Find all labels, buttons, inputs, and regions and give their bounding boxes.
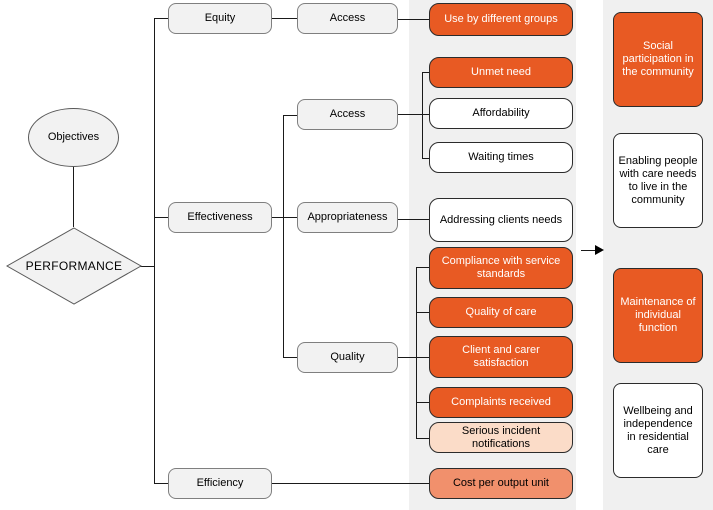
connector-bracket-access — [283, 115, 297, 116]
connector-trunk-efficiency — [154, 483, 168, 484]
connector-access-bracket-in — [398, 114, 422, 115]
connector-access-unmet — [422, 72, 429, 73]
connector-quality-serious — [416, 438, 429, 439]
connector-equity-access — [272, 18, 297, 19]
connector-trunk-effectiveness — [154, 217, 168, 218]
outcome-enabling-people: Enabling people with care needs to live … — [613, 133, 703, 228]
connector-access-waiting — [422, 158, 429, 159]
connector-effectiveness-bracket — [283, 115, 284, 357]
connector-performance-trunk — [140, 266, 154, 267]
indicator-cost-per-output-unit: Cost per output unit — [429, 468, 573, 499]
flow-arrow-icon — [595, 245, 604, 255]
indicator-use-by-different-groups: Use by different groups — [429, 3, 573, 36]
connector-access-usegroups — [398, 19, 429, 20]
connector-objectives-performance — [73, 167, 74, 227]
connector-efficiency-cost — [272, 483, 429, 484]
subcategory-appropriateness: Appropriateness — [297, 202, 398, 233]
indicator-complaints-received: Complaints received — [429, 387, 573, 418]
category-effectiveness: Effectiveness — [168, 202, 272, 233]
indicator-addressing-clients-needs: Addressing clients needs — [429, 198, 573, 242]
indicator-affordability: Affordability — [429, 98, 573, 129]
flow-arrow-line — [581, 250, 597, 251]
objectives-node: Objectives — [28, 108, 119, 167]
connector-quality-complaints — [416, 402, 429, 403]
indicator-waiting-times: Waiting times — [429, 142, 573, 173]
connector-quality-qualitycare — [416, 312, 429, 313]
performance-diamond-shape — [6, 227, 142, 305]
indicator-serious-incident-notifications: Serious incident notifications — [429, 422, 573, 453]
connector-quality-compliance — [416, 267, 429, 268]
connector-quality-bracket-in — [398, 357, 416, 358]
indicator-quality-of-care: Quality of care — [429, 297, 573, 328]
connector-quality-clientcarer — [416, 357, 429, 358]
outcome-wellbeing-independence: Wellbeing and independence in residentia… — [613, 383, 703, 478]
connector-bracket-quality — [283, 357, 297, 358]
connector-access-bracket — [422, 72, 423, 158]
category-efficiency: Efficiency — [168, 468, 272, 499]
connector-access-affordability — [422, 114, 429, 115]
connector-appropriateness-addressing — [398, 219, 429, 220]
outcome-maintenance-function: Maintenance of individual function — [613, 268, 703, 363]
connector-quality-bracket — [416, 267, 417, 438]
subcategory-quality: Quality — [297, 342, 398, 373]
connector-trunk — [154, 18, 155, 483]
subcategory-access-effectiveness: Access — [297, 99, 398, 130]
performance-node: PERFORMANCE — [25, 259, 123, 273]
category-equity: Equity — [168, 3, 272, 34]
indicator-client-carer-satisfaction: Client and carer satisfaction — [429, 336, 573, 378]
subcategory-access-equity: Access — [297, 3, 398, 34]
connector-effectiveness-appropriateness — [272, 217, 297, 218]
indicator-compliance-service-standards: Compliance with service standards — [429, 247, 573, 289]
connector-trunk-equity — [154, 18, 168, 19]
outcome-social-participation: Social participation in the community — [613, 12, 703, 107]
indicator-unmet-need: Unmet need — [429, 57, 573, 88]
